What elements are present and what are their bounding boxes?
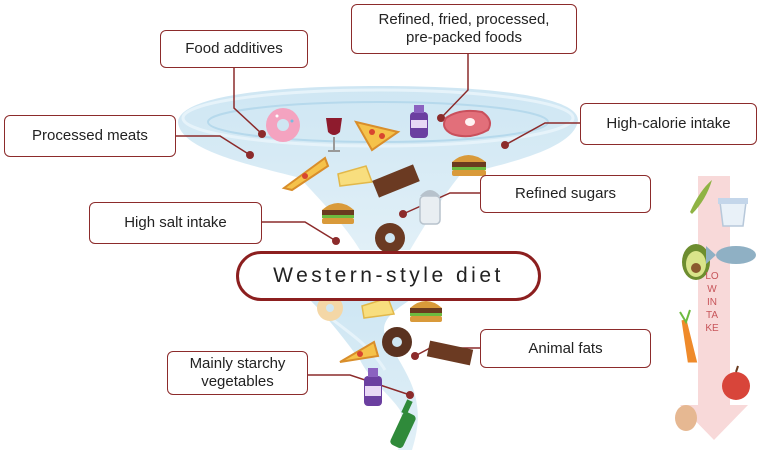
burger-icon [322,203,354,224]
chocolate-bar-icon [426,340,474,366]
cheese-icon [337,165,374,187]
label-high-calorie-intake: High-calorie intake [580,103,757,145]
donut-icon [317,295,343,321]
label-refined-sugars: Refined sugars [480,175,651,213]
western-diet-title: Western-style diet [236,251,541,301]
label-high-salt-intake: High salt intake [89,202,262,244]
low-intake-arrow [680,176,748,440]
wine-glass-icon [326,118,342,152]
label-starchy-vegetables: Mainly starchy vegetables [167,351,308,395]
apple-icon [722,365,750,400]
carrot-icon [679,309,698,363]
connector-dot [399,210,407,218]
connector-dot [246,151,254,159]
connector-dot [406,391,414,399]
low-intake-label: LOW INTAKE [705,271,719,334]
pizza-slice-icon [281,156,330,192]
label-processed-meats: Processed meats [4,115,176,157]
juice-bottle-icon [364,368,382,406]
donut-icon [375,223,405,253]
beer-bottle-icon [390,399,416,448]
juice-bottle-icon [410,105,428,138]
connectors [176,54,580,396]
connector-dot [411,352,419,360]
steak-icon [443,109,491,138]
donut-icon [266,108,300,142]
donut-icon [382,327,412,357]
burger-icon [410,301,442,322]
avocado-icon [682,244,710,280]
yogurt-icon [718,198,748,227]
pizza-slice-icon [339,340,380,363]
chocolate-bar-icon [372,164,420,198]
pizza-slice-icon [353,120,401,152]
salt-shaker-icon [419,190,441,225]
label-animal-fats: Animal fats [480,329,651,368]
fish-icon [706,246,756,264]
connector-dot [501,141,509,149]
connector-dot [332,237,340,245]
connector-dot [437,114,445,122]
egg-icon [675,405,697,431]
burger-icon [452,155,486,176]
label-refined-foods: Refined, fried, processed, pre-packed fo… [351,4,577,54]
pea-pod-icon [690,180,712,214]
label-food-additives: Food additives [160,30,308,68]
connector-dot [258,130,266,138]
